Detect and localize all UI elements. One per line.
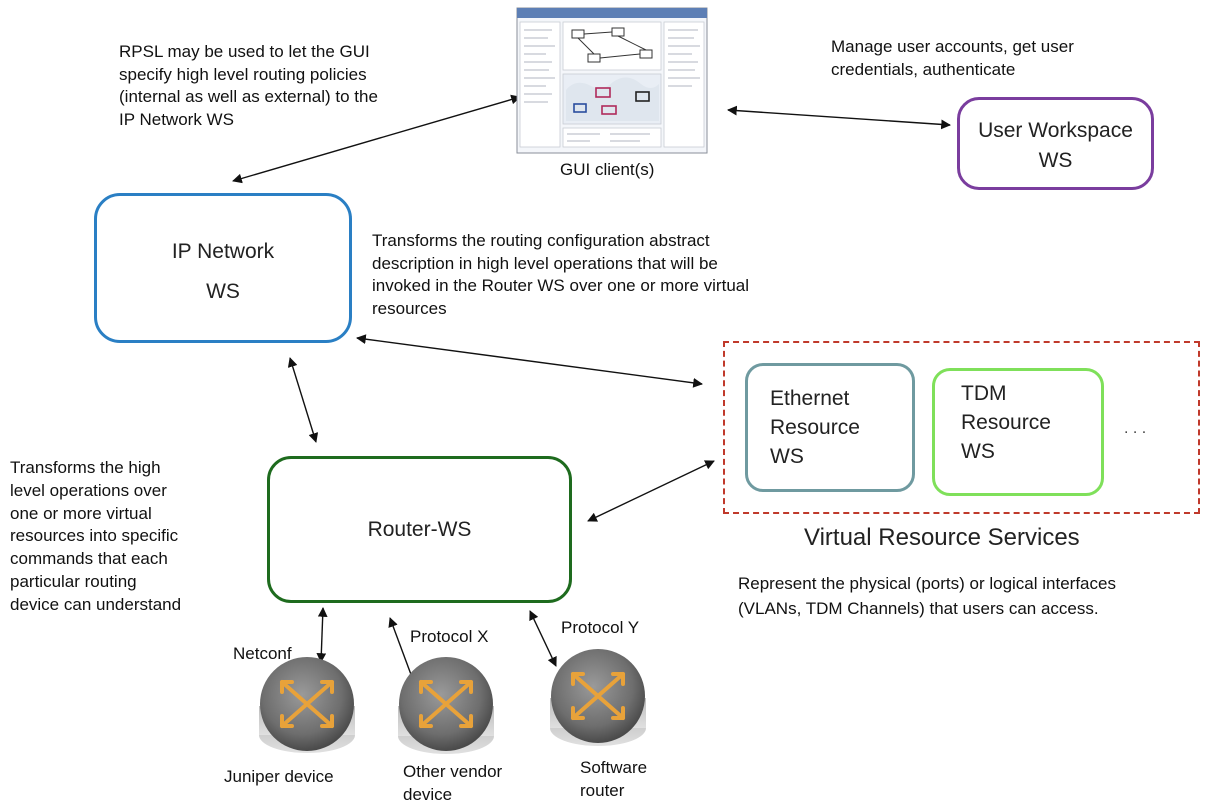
arrow-ipnetwork-router <box>290 358 316 442</box>
user-workspace-ws-box[interactable]: User Workspace WS <box>957 97 1154 190</box>
ip-network-ws-box[interactable]: IP Network WS <box>94 193 352 343</box>
box-label-line: Resource <box>770 413 860 442</box>
note-transforms-high-level: Transforms the high level operations ove… <box>10 457 181 617</box>
arrow-ipnetwork-virtual <box>357 338 702 384</box>
arrow-gui-userworkspace <box>728 110 950 125</box>
device-label-line: router <box>580 780 647 803</box>
note-transforms-routing-line: description in high level operations tha… <box>372 253 749 276</box>
device-label-line: Software <box>580 757 647 780</box>
arrow-router-juniper <box>321 608 323 662</box>
note-transforms-high-level-line: one or more virtual <box>10 503 181 526</box>
router-ws-box[interactable]: Router-WS <box>267 456 572 603</box>
note-represent-interfaces-line: (VLANs, TDM Channels) that users can acc… <box>738 596 1116 621</box>
other-vendor-router-icon <box>398 657 494 754</box>
arrow-router-softwarerouter <box>530 611 556 666</box>
box-label-line: Resource <box>961 408 1051 437</box>
note-represent-interfaces: Represent the physical (ports) or logica… <box>738 571 1116 621</box>
software-router-icon <box>550 649 646 746</box>
device-label-line: device <box>403 784 502 806</box>
arrow-router-virtual <box>588 461 714 521</box>
ip-network-ws-label: IP Network WS <box>97 232 349 312</box>
ethernet-resource-ws-box[interactable]: Ethernet Resource WS <box>745 363 915 492</box>
note-transforms-routing-line: Transforms the routing configuration abs… <box>372 230 749 253</box>
box-label-line: User Workspace <box>960 116 1151 146</box>
box-label-line: WS <box>770 442 860 471</box>
note-rpsl-line: (internal as well as external) to the <box>119 86 378 109</box>
device-label-line: Other vendor <box>403 761 502 784</box>
note-user-management-line: credentials, authenticate <box>831 59 1074 82</box>
protocol-netconf-label: Netconf <box>233 644 292 664</box>
note-rpsl: RPSL may be used to let the GUI specify … <box>119 41 378 131</box>
tdm-resource-ws-box[interactable]: TDM Resource WS <box>932 368 1104 496</box>
box-label-line: WS <box>961 437 1051 466</box>
tdm-resource-ws-label: TDM Resource WS <box>961 379 1051 466</box>
more-resources-ellipsis: . . . <box>1124 420 1146 438</box>
note-transforms-high-level-line: device can understand <box>10 594 181 617</box>
juniper-device-label: Juniper device <box>224 767 334 787</box>
box-label-line: WS <box>960 146 1151 176</box>
box-label-line: IP Network <box>97 232 349 272</box>
note-rpsl-line: IP Network WS <box>119 109 378 132</box>
gui-client-screenshot-image <box>517 8 707 153</box>
note-represent-interfaces-line: Represent the physical (ports) or logica… <box>738 571 1116 596</box>
note-transforms-routing-line: invoked in the Router WS over one or mor… <box>372 275 749 298</box>
router-ws-label: Router-WS <box>270 515 569 545</box>
other-vendor-device-label: Other vendor device <box>403 761 502 806</box>
note-transforms-high-level-line: commands that each <box>10 548 181 571</box>
user-workspace-ws-label: User Workspace WS <box>960 116 1151 176</box>
ethernet-resource-ws-label: Ethernet Resource WS <box>770 384 860 471</box>
protocol-x-label: Protocol X <box>410 627 488 647</box>
juniper-router-icon <box>259 657 355 753</box>
virtual-resource-services-label: Virtual Resource Services <box>804 524 1080 552</box>
note-transforms-high-level-line: particular routing <box>10 571 181 594</box>
note-rpsl-line: specify high level routing policies <box>119 64 378 87</box>
box-label-line: WS <box>97 272 349 312</box>
box-label-line: TDM <box>961 379 1051 408</box>
note-user-management: Manage user accounts, get user credentia… <box>831 36 1074 81</box>
gui-client-label: GUI client(s) <box>560 160 654 180</box>
note-rpsl-line: RPSL may be used to let the GUI <box>119 41 378 64</box>
note-transforms-high-level-line: Transforms the high <box>10 457 181 480</box>
software-router-label: Software router <box>580 757 647 802</box>
protocol-y-label: Protocol Y <box>561 618 639 638</box>
note-transforms-high-level-line: resources into specific <box>10 525 181 548</box>
note-user-management-line: Manage user accounts, get user <box>831 36 1074 59</box>
note-transforms-high-level-line: level operations over <box>10 480 181 503</box>
box-label-line: Ethernet <box>770 384 860 413</box>
note-transforms-routing: Transforms the routing configuration abs… <box>372 230 749 320</box>
note-transforms-routing-line: resources <box>372 298 749 321</box>
